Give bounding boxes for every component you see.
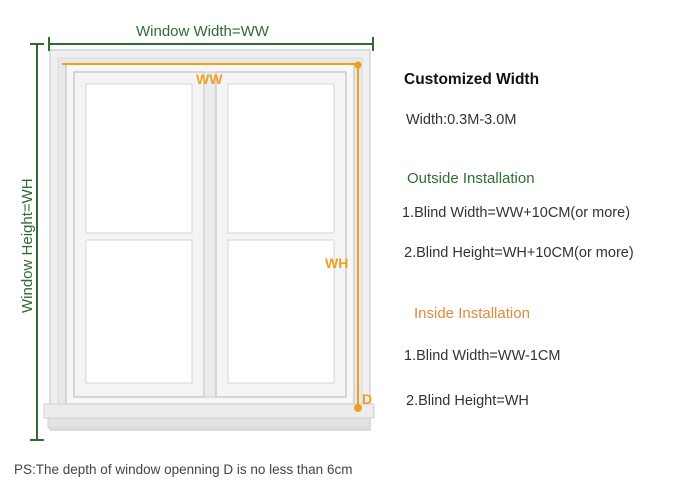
inside-blind-width: 1.Blind Width=WW-1CM <box>404 348 561 364</box>
window-width-label: Window Width=WW <box>136 23 270 40</box>
left-glass-top <box>85 83 193 234</box>
wh-top-dot <box>354 61 362 69</box>
ww-label: WW <box>196 71 223 87</box>
right-glass-bottom <box>227 239 335 384</box>
window-sill-lower <box>47 417 371 429</box>
customized-width-title: Customized Width <box>404 71 540 88</box>
outside-blind-height: 2.Blind Height=WH+10CM(or more) <box>404 245 634 261</box>
left-glass-bottom <box>85 239 193 384</box>
depth-note: PS:The depth of window openning D is no … <box>14 462 353 477</box>
width-range-text: Width:0.3M-3.0M <box>406 112 517 128</box>
outside-installation-title: Outside Installation <box>407 170 535 187</box>
window-sill <box>43 403 375 419</box>
window-height-label: Window Height=WH <box>19 178 36 313</box>
d-label: D <box>362 391 372 407</box>
inside-installation-title: Inside Installation <box>414 305 530 322</box>
inside-blind-height: 2.Blind Height=WH <box>406 393 529 409</box>
right-glass-top <box>227 83 335 234</box>
outside-blind-width: 1.Blind Width=WW+10CM(or more) <box>402 205 631 221</box>
d-dot <box>354 404 362 412</box>
wh-label: WH <box>325 255 348 271</box>
center-mullion <box>203 71 217 398</box>
